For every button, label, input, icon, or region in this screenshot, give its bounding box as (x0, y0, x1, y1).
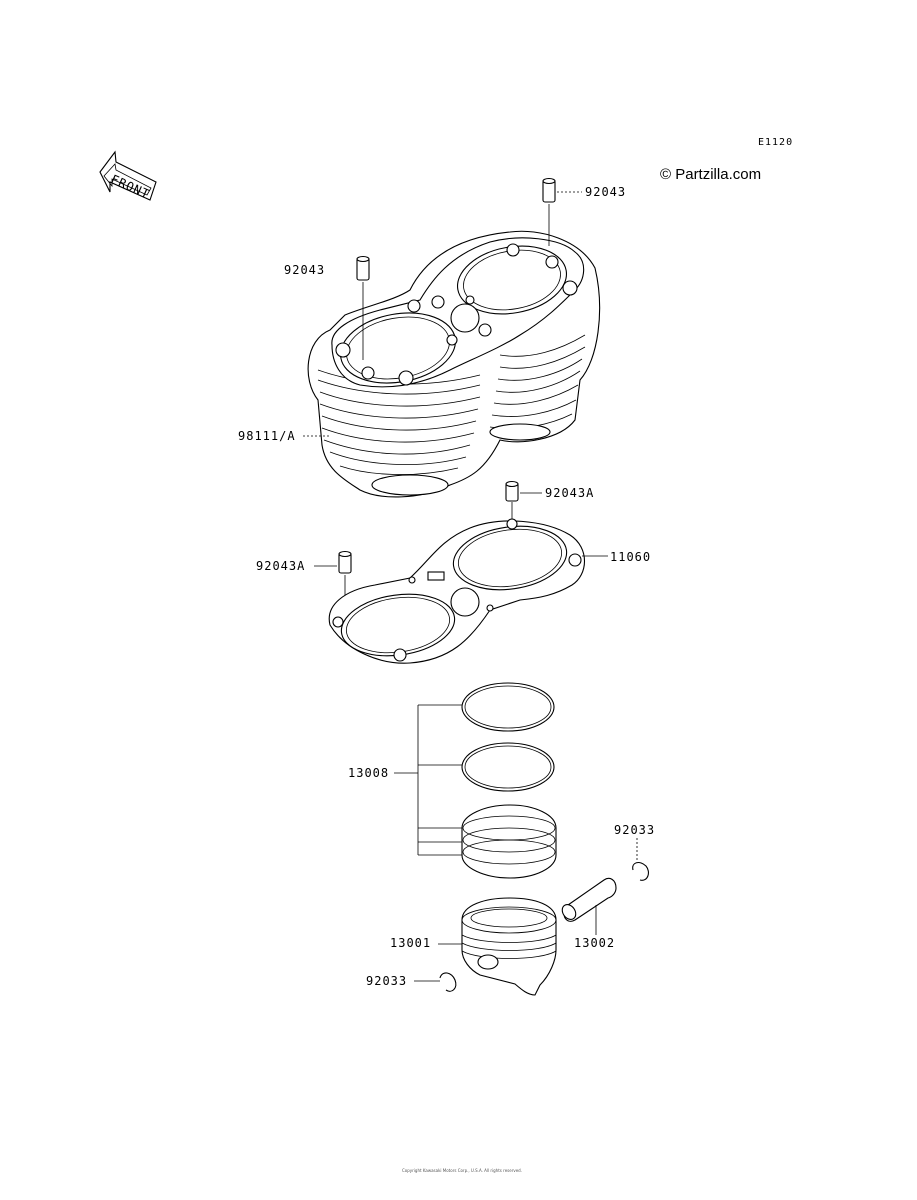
dowel-pin-top-left (356, 255, 370, 360)
dowel-pin-gasket-left (314, 550, 352, 622)
piston-drawing (438, 897, 557, 996)
callout-92033-right: 92033 (614, 823, 655, 837)
head-gasket-drawing (328, 518, 608, 664)
callout-13008: 13008 (348, 766, 389, 780)
piston-pin-drawing (561, 877, 617, 935)
copyright-watermark: © Partzilla.com (660, 166, 762, 183)
piston-pin-clip-right (632, 838, 649, 881)
callout-92043a-right: 92043A (545, 486, 594, 500)
piston-rings-drawing (394, 682, 557, 879)
piston-pin-clip-left (414, 972, 457, 992)
callout-92043-top-right: 92043 (585, 185, 626, 199)
cylinder-block-drawing (307, 230, 601, 498)
front-arrow-icon: FRONT (99, 150, 157, 201)
callout-92043-top-left: 92043 (284, 263, 325, 277)
callout-13001: 13001 (390, 936, 431, 950)
callout-11060: 11060 (610, 550, 651, 564)
dowel-pin-top-right (542, 177, 582, 246)
callout-13002: 13002 (574, 936, 615, 950)
callout-92043a-left: 92043A (256, 559, 305, 573)
footer-copyright: Copyright Kawasaki Motors Corp., U.S.A. … (402, 1168, 522, 1173)
diagram-code: E1120 (758, 137, 794, 148)
callout-92033-left: 92033 (366, 974, 407, 988)
callout-98111-a: 98111/A (238, 429, 296, 443)
dowel-pin-gasket-right (505, 480, 542, 520)
